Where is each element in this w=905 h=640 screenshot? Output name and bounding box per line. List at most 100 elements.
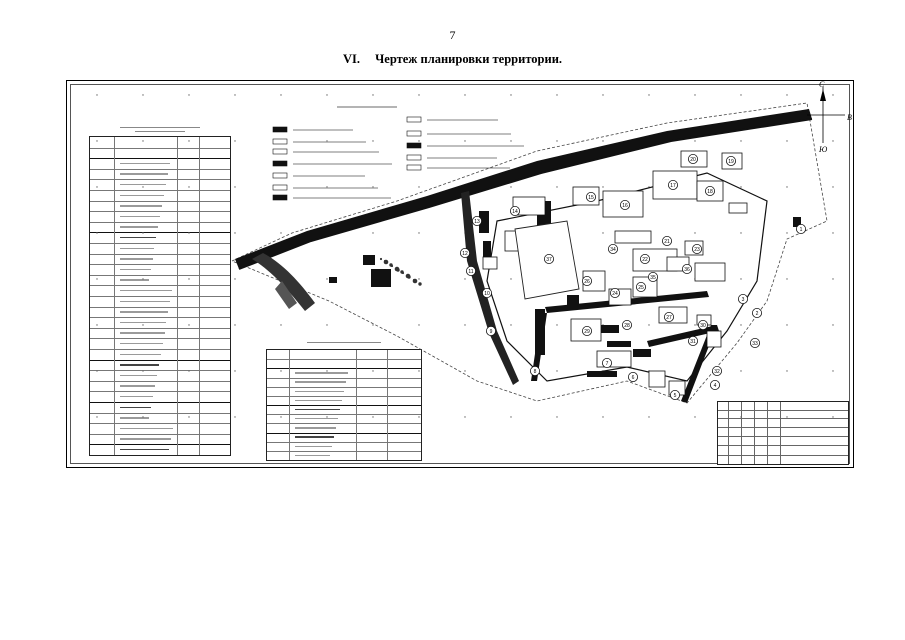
table-cell-text <box>294 399 342 402</box>
grid-dot <box>372 324 374 326</box>
grid-dot <box>326 94 328 96</box>
grid-dot <box>234 278 236 280</box>
grid-dot <box>142 324 144 326</box>
grid-dot <box>556 416 558 418</box>
plot-marker <box>670 389 681 400</box>
table-column-line <box>387 350 389 460</box>
table-cell-text <box>119 417 150 419</box>
building-dark <box>479 211 489 233</box>
table-row-line <box>90 211 230 213</box>
grid-dot <box>234 324 236 326</box>
grid-dot <box>96 140 98 142</box>
table-cell-text <box>294 381 347 383</box>
plot-marker <box>459 247 470 258</box>
plot-number: 4 <box>714 383 717 389</box>
grid-dot <box>832 186 834 188</box>
plot-number: 30 <box>700 323 706 329</box>
table-cell-text <box>119 226 159 228</box>
grid-dot <box>418 232 420 234</box>
table-cell-text <box>119 300 171 302</box>
table-row-line <box>90 338 230 340</box>
grid-dot <box>832 416 834 418</box>
stamp-row-line <box>718 436 848 438</box>
plot-number: 6 <box>632 375 635 381</box>
terrain-hatch <box>405 273 411 279</box>
compass-east: В <box>847 113 852 122</box>
table-row-line <box>90 274 230 276</box>
stamp-column-line <box>728 402 730 464</box>
plot-marker <box>608 243 619 254</box>
grid-dot <box>280 416 282 418</box>
title-block-stamp <box>717 401 849 465</box>
grid-dot <box>556 324 558 326</box>
table-row-line <box>90 158 230 160</box>
plot-marker <box>628 371 639 382</box>
grid-dot <box>418 324 420 326</box>
grid-dot <box>648 324 650 326</box>
grid-dot <box>786 278 788 280</box>
grid-dot <box>188 278 190 280</box>
table-row-line <box>90 147 230 149</box>
grid-dot <box>142 94 144 96</box>
grid-dot <box>786 186 788 188</box>
building-dark <box>329 277 337 283</box>
grid-dot <box>234 416 236 418</box>
table-cell-text <box>119 321 167 324</box>
grid-dot <box>556 94 558 96</box>
grid-dot <box>142 278 144 280</box>
building-dark <box>587 371 617 377</box>
table-row-line <box>90 264 230 266</box>
grid-dot <box>832 370 834 372</box>
plot-marker <box>752 307 763 318</box>
grid-dot <box>786 94 788 96</box>
table-row-line <box>90 349 230 350</box>
terrain-hatch <box>383 259 387 263</box>
plot-number: 17 <box>670 183 676 189</box>
table-cell-text <box>119 364 159 366</box>
table-cell-text <box>119 258 153 260</box>
plot-marker <box>692 243 703 254</box>
grid-dot <box>96 324 98 326</box>
legend-symbol <box>272 160 288 167</box>
grid-dot <box>786 416 788 418</box>
grid-dot <box>418 140 420 142</box>
grid-dot <box>510 416 512 418</box>
plot-number: 2 <box>756 311 759 317</box>
table-cell-text <box>119 353 161 355</box>
grid-dot <box>694 324 696 326</box>
plot-number: 7 <box>606 361 609 367</box>
grid-dot <box>280 370 282 372</box>
plot-marker <box>738 293 749 304</box>
grid-dot <box>556 186 558 188</box>
territory-boundary <box>231 102 828 404</box>
left-plots-table <box>89 127 231 456</box>
plot-number: 29 <box>584 329 590 335</box>
table-cell-text <box>119 311 169 313</box>
terrain-hatch <box>389 263 393 267</box>
legend-symbol <box>406 130 422 137</box>
table-row-line <box>267 386 421 388</box>
stamp-row-line <box>718 410 848 412</box>
grid-dot <box>786 370 788 372</box>
table-row-line <box>90 190 230 191</box>
grid-dot <box>786 324 788 326</box>
plot-number: 28 <box>624 323 630 329</box>
grid-dot <box>372 94 374 96</box>
plot-marker <box>664 311 675 322</box>
grid-dot <box>786 232 788 234</box>
table-cell-text <box>119 173 168 175</box>
table-row-line <box>90 306 230 308</box>
grid-dot <box>740 416 742 418</box>
plot-marker <box>485 325 496 336</box>
building-outline <box>482 256 498 270</box>
plot-number: 20 <box>690 157 696 163</box>
road-edge <box>238 118 813 270</box>
compass-north: С <box>819 80 825 89</box>
grid-dot <box>326 416 328 418</box>
plot-marker <box>662 235 673 246</box>
plot-number: 21 <box>664 239 670 245</box>
plot-number: 3 <box>742 297 745 303</box>
access-ramp <box>275 281 297 309</box>
plot-number: 23 <box>694 247 700 253</box>
plot-number: 31 <box>690 339 696 345</box>
